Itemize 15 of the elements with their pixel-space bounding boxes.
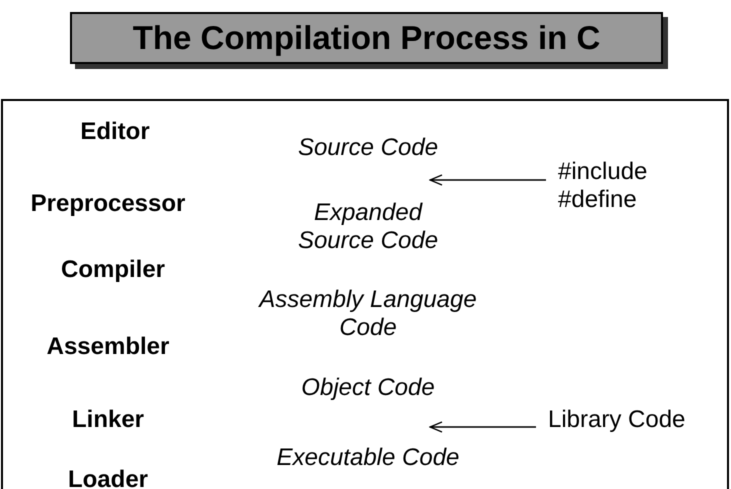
stage-label: Editor — [79, 118, 151, 146]
arrow — [429, 421, 536, 433]
code-label: Executable Code — [276, 444, 460, 472]
stage-label: Assembler — [46, 333, 170, 361]
arrow — [429, 174, 546, 186]
code-label: Source Code — [296, 134, 440, 162]
stage-label: Linker — [70, 406, 146, 434]
stage-label: Preprocessor — [30, 190, 186, 218]
input-label: Library Code — [548, 406, 728, 434]
input-label: #include #define — [558, 158, 670, 214]
stage-label: Loader — [66, 466, 149, 489]
code-label: Expanded Source Code — [296, 199, 440, 255]
code-label: Object Code — [300, 374, 436, 402]
stage-label: Compiler — [60, 256, 166, 284]
code-label: Assembly Language Code — [257, 286, 478, 342]
